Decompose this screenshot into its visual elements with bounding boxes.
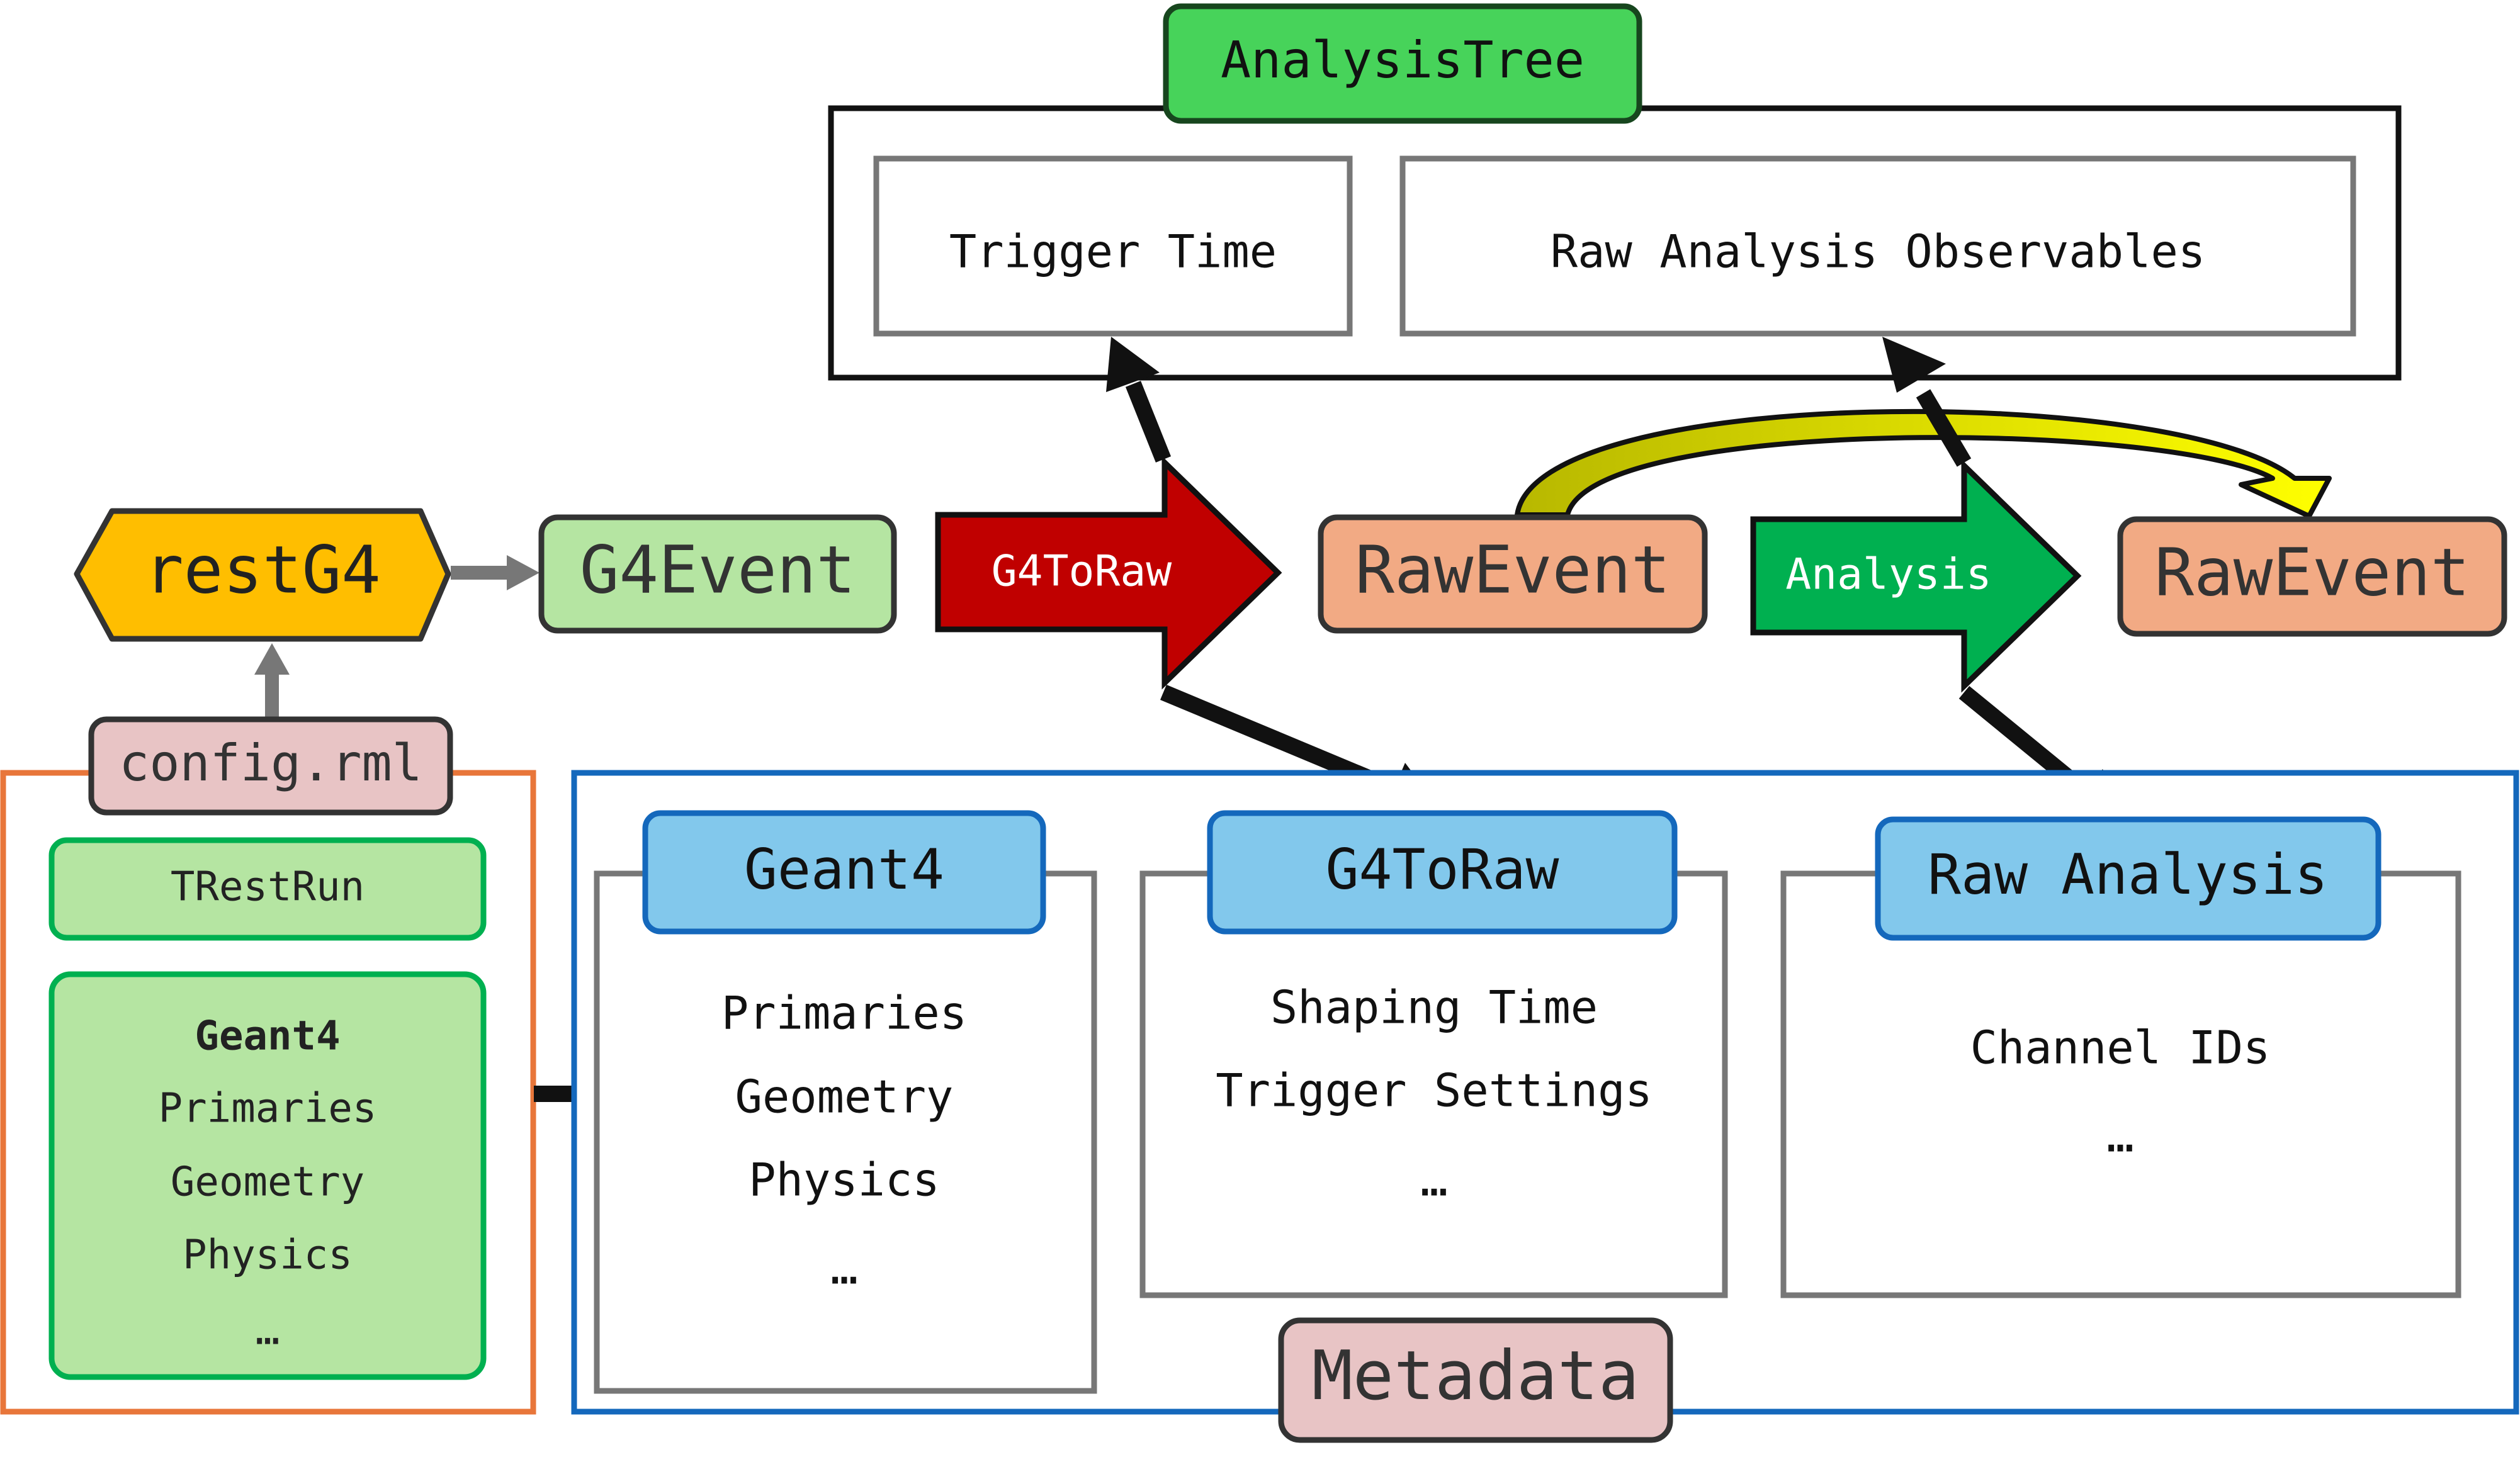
geant4-meta-title: Geant4 bbox=[744, 837, 944, 902]
g4toraw-meta-box bbox=[1139, 870, 1728, 1298]
trigger-time-label: Trigger Time bbox=[949, 225, 1277, 278]
geant4-meta-item-primaries: Primaries bbox=[721, 987, 967, 1040]
g4toraw-meta-title: G4ToRaw bbox=[1326, 837, 1559, 902]
geant4-meta-item-geometry: Geometry bbox=[735, 1071, 954, 1123]
metadata-label: Metadata bbox=[1312, 1337, 1639, 1415]
config-item-geometry: Geometry bbox=[171, 1159, 364, 1206]
raw-observables-box bbox=[1399, 155, 2356, 337]
analysis-tree-label: AnalysisTree bbox=[1221, 31, 1585, 89]
raw-observables-label: Raw Analysis Observables bbox=[1551, 225, 2205, 278]
raw-analysis-meta-tag bbox=[1875, 816, 2382, 941]
raw-analysis-meta-item-ellipsis: … bbox=[2106, 1110, 2133, 1162]
config-rml-label: config.rml bbox=[119, 734, 422, 792]
geant4-meta-tag bbox=[642, 810, 1046, 935]
g4toraw-process-label: G4ToRaw bbox=[992, 547, 1172, 597]
config-geant4-box bbox=[48, 971, 487, 1380]
restg4-hexagon bbox=[74, 508, 451, 642]
trigger-time-box bbox=[873, 155, 1353, 337]
raw-analysis-meta-title: Raw Analysis bbox=[1928, 842, 2328, 907]
yellow-curve-arrow bbox=[1515, 408, 2332, 519]
g4toraw-meta-item-trigger: Trigger Settings bbox=[1216, 1064, 1653, 1117]
trestrun-box bbox=[48, 837, 487, 941]
arrowhead-to-raw-observables bbox=[1882, 337, 1946, 393]
g4toraw-process-arrow bbox=[935, 456, 1282, 690]
analysis-process-label: Analysis bbox=[1785, 550, 1992, 600]
analysis-tree-tag bbox=[1163, 3, 1642, 124]
g4event-box bbox=[538, 514, 897, 634]
g4toraw-meta-tag bbox=[1207, 810, 1678, 935]
rawevent-box-1 bbox=[1318, 514, 1708, 634]
geant4-meta-box bbox=[594, 870, 1097, 1394]
config-geant4-title: Geant4 bbox=[195, 1013, 340, 1060]
metadata-tag bbox=[1278, 1317, 1673, 1443]
g4toraw-meta-item-shaping: Shaping Time bbox=[1270, 981, 1598, 1034]
config-item-primaries: Primaries bbox=[159, 1086, 377, 1132]
config-item-ellipsis: … bbox=[256, 1308, 280, 1354]
rawevent-box-2 bbox=[2117, 516, 2507, 637]
restg4-label: restG4 bbox=[144, 531, 381, 608]
analysis-process-arrow bbox=[1750, 459, 2082, 693]
geant4-meta-item-ellipsis: … bbox=[830, 1242, 857, 1295]
config-rml-box bbox=[88, 716, 453, 816]
trestrun-label: TRestRun bbox=[171, 864, 364, 911]
arrowhead-to-trigger-time bbox=[1106, 337, 1160, 392]
rawevent-label-2: RawEvent bbox=[2155, 534, 2470, 610]
g4toraw-meta-item-ellipsis: … bbox=[1420, 1154, 1447, 1206]
geant4-meta-item-physics: Physics bbox=[749, 1154, 939, 1206]
rawevent-label-1: RawEvent bbox=[1355, 531, 1671, 608]
config-to-restg4-head bbox=[254, 643, 290, 675]
g4event-label: G4Event bbox=[580, 531, 856, 608]
raw-analysis-meta-item-channel: Channel IDs bbox=[1970, 1021, 2271, 1074]
config-item-physics: Physics bbox=[183, 1232, 353, 1279]
restg4-to-g4event-head bbox=[507, 555, 540, 590]
